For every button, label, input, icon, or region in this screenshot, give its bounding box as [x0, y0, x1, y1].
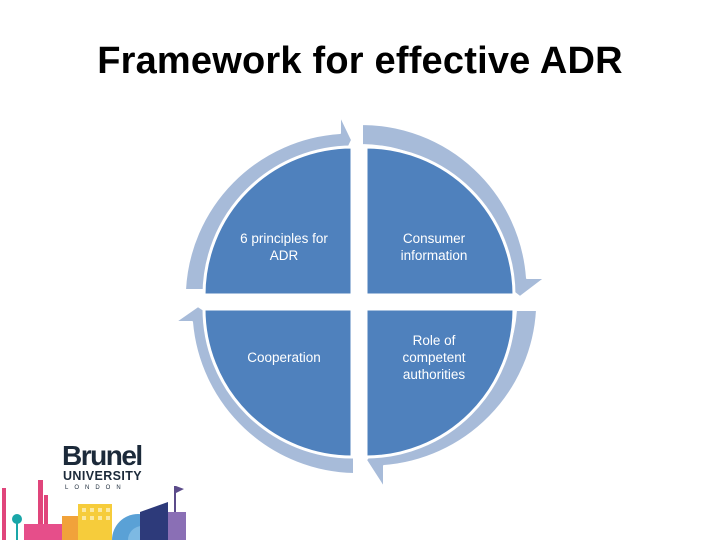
logo-name: Brunel [62, 440, 143, 471]
quadrant-label-cooperation: Cooperation [247, 350, 321, 365]
slide-title: Framework for effective ADR [97, 40, 623, 82]
quadrant-bottom-right [364, 307, 516, 459]
quadrant-top-left [202, 145, 354, 297]
logo-skyline-icon [2, 480, 186, 540]
logo-subtitle: UNIVERSITY [63, 469, 143, 483]
quadrant-label-competent-authorities: Role of competent authorities [402, 333, 466, 382]
quadrant-top-right [364, 145, 516, 297]
brunel-logo: Brunel UNIVERSITY LONDON [0, 440, 200, 540]
quadrant-label-consumer-information: Consumer information [400, 231, 468, 263]
quadrant-bottom-left [202, 307, 354, 459]
quadrant-label-principles: 6 principles for ADR [240, 231, 328, 263]
logo-city: LONDON [65, 485, 127, 491]
